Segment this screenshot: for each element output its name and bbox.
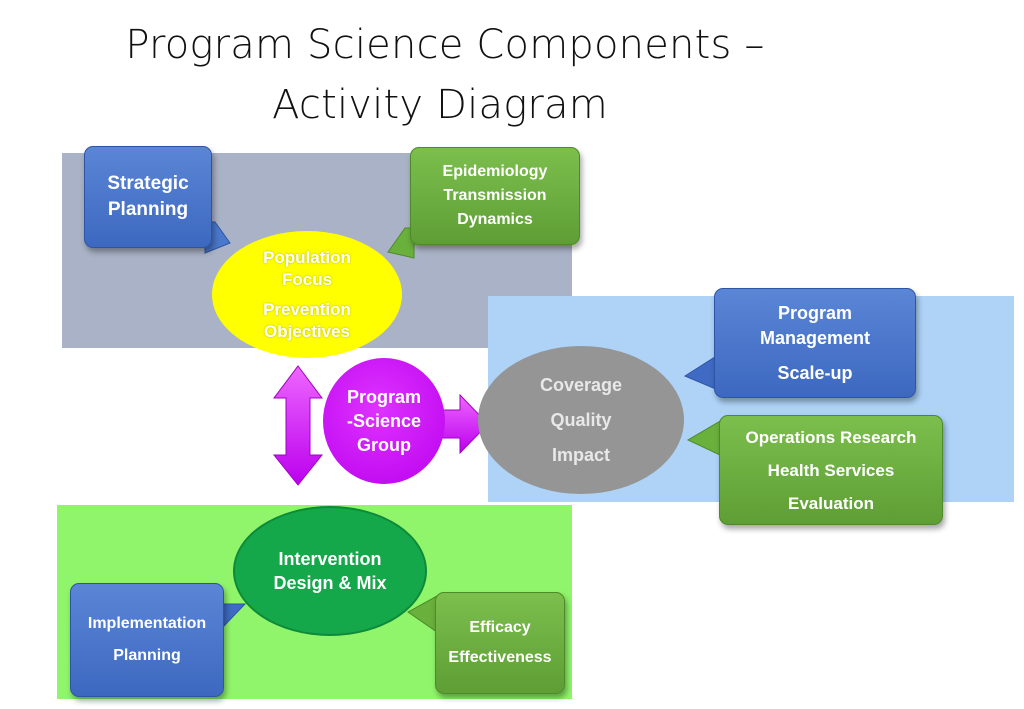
pop-line3: Prevention: [263, 299, 351, 319]
page-title-line2: Activity Diagram: [272, 82, 608, 128]
cov-line3: Impact: [551, 444, 611, 465]
page-title-line1: Program Science Components –: [125, 22, 765, 68]
ops-line1: Operations Research: [745, 427, 917, 447]
pop-line1: Population: [263, 247, 351, 267]
ops-line2: Health Services: [767, 460, 895, 480]
ops-arrow: [686, 419, 723, 457]
psg-line3: Group: [357, 435, 411, 455]
intervention-ellipse: Intervention Design & Mix: [233, 506, 427, 636]
psg-line2: -Science: [346, 411, 422, 431]
strategic-line2: Planning: [107, 199, 189, 220]
pop-line4: Objectives: [264, 321, 350, 341]
pm-line1: Program: [777, 302, 853, 323]
int-line1: Intervention: [278, 549, 382, 569]
int-line2: Design & Mix: [273, 573, 387, 593]
pm-line2: Management: [759, 327, 871, 348]
program-management-box: Program Management Scale-up: [714, 288, 916, 398]
impl-line2: Planning: [113, 647, 181, 664]
cov-line1: Coverage: [539, 374, 623, 395]
population-focus-ellipse: Population Focus Prevention Objectives: [212, 231, 402, 358]
pm-line3: Scale-up: [777, 362, 853, 383]
epi-line2: Transmission: [443, 187, 547, 204]
efficacy-line2: Effectiveness: [448, 649, 552, 666]
efficacy-line1: Efficacy: [469, 619, 531, 636]
epi-line1: Epidemiology: [442, 163, 548, 180]
cov-line2: Quality: [550, 409, 612, 430]
strategic-planning-box: Strategic Planning: [84, 146, 212, 248]
epidemiology-box: Epidemiology Transmission Dynamics: [410, 147, 580, 245]
implementation-arrow: [221, 603, 247, 630]
implementation-planning-box: Implementation Planning: [70, 583, 224, 697]
coverage-ellipse: Coverage Quality Impact: [478, 346, 684, 494]
program-science-group-circle: Program -Science Group: [323, 358, 445, 484]
operations-research-box: Operations Research Health Services Eval…: [719, 415, 943, 525]
pop-line2: Focus: [281, 269, 333, 289]
vertical-double-arrow: [272, 365, 324, 486]
epi-line3: Dynamics: [457, 211, 533, 228]
efficacy-box: Efficacy Effectiveness: [435, 592, 565, 694]
ops-line3: Evaluation: [788, 493, 874, 513]
right-arrow: [439, 393, 489, 455]
impl-line1: Implementation: [87, 615, 207, 632]
psg-line1: Program: [346, 387, 422, 407]
strategic-line1: Strategic: [107, 173, 189, 194]
